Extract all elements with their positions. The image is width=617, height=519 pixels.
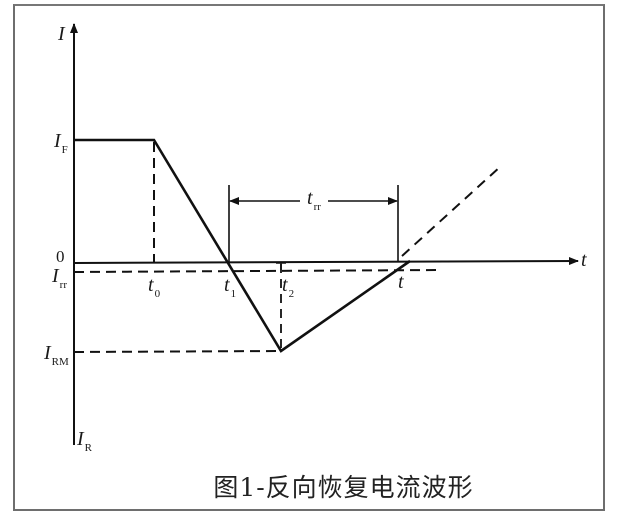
t2-label: t2 <box>282 274 295 300</box>
t-axis <box>73 257 579 266</box>
figure-frame <box>13 4 605 511</box>
irr-label: Irr <box>52 265 67 291</box>
t-label: t <box>398 271 404 293</box>
origin-label: 0 <box>56 247 65 266</box>
extension-dashed <box>401 165 502 257</box>
irr-level-dashed <box>73 269 441 273</box>
t1-label: t1 <box>224 274 237 300</box>
t0-label: t0 <box>148 274 161 300</box>
trr-label: trr <box>307 187 321 213</box>
ir-label: IR <box>77 428 93 454</box>
x-axis-label: t <box>581 249 587 271</box>
if-label: IF <box>54 130 68 156</box>
irm-level-dashed <box>73 350 282 353</box>
irm-label: IRM <box>44 342 69 368</box>
y-axis-label: I <box>58 23 65 45</box>
figure-caption: 图1-反向恢复电流波形 <box>213 473 474 502</box>
current-waveform <box>74 138 411 353</box>
